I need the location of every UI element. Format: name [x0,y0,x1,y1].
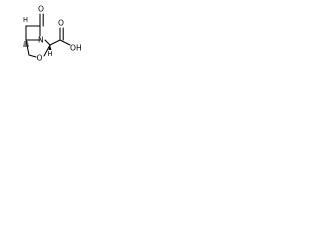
bond-acid-oh [59,39,71,46]
hydroxyl-label: OH [70,44,82,53]
stereo-wedge-c2 [48,45,52,50]
stereo-hash-c5 [22,41,30,47]
ketone-oxygen-label: O [38,5,44,14]
bond-o-c2 [43,44,51,57]
stereo-h-top-label: H [23,16,28,24]
acid-oxygen-label: O [58,19,64,28]
nitrogen-label: N [38,36,44,45]
bond-c2-cacid [49,39,61,46]
stereo-h-bottom-label: H [48,50,53,58]
bond-n-c2 [44,39,51,46]
ring-oxygen-label: O [37,54,43,63]
molecule-structure: O N O O OH H H [22,5,82,63]
bond-c4-o [28,54,37,58]
